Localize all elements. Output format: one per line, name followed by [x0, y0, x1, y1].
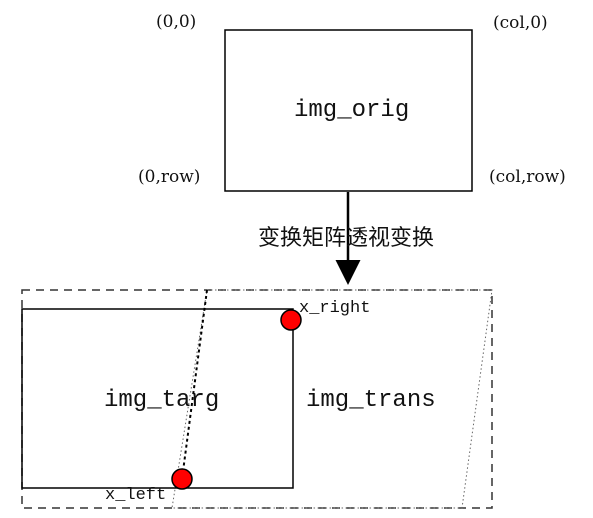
left-edge-dotted-line [181, 289, 208, 480]
orig-top-left-label: (0,0) [156, 12, 197, 32]
img-targ-box [21, 308, 294, 489]
img-targ-label: img_targ [104, 387, 220, 414]
x-left-label: x_left [105, 486, 167, 505]
img-trans-quad [171, 289, 493, 509]
x-right-point-icon [280, 309, 302, 331]
img-orig-label: img_orig [294, 97, 410, 124]
orig-top-right-label: (col,0) [493, 13, 548, 33]
orig-bottom-left-label: (0,row) [138, 167, 201, 187]
img-orig-box [224, 29, 473, 192]
transform-label: 变换矩阵透视变换 [258, 226, 435, 251]
orig-bottom-right-label: (col,row) [489, 167, 566, 187]
img-trans-label: img_trans [306, 387, 436, 414]
x-left-point-icon [171, 468, 193, 490]
x-right-label: x_right [299, 299, 371, 318]
